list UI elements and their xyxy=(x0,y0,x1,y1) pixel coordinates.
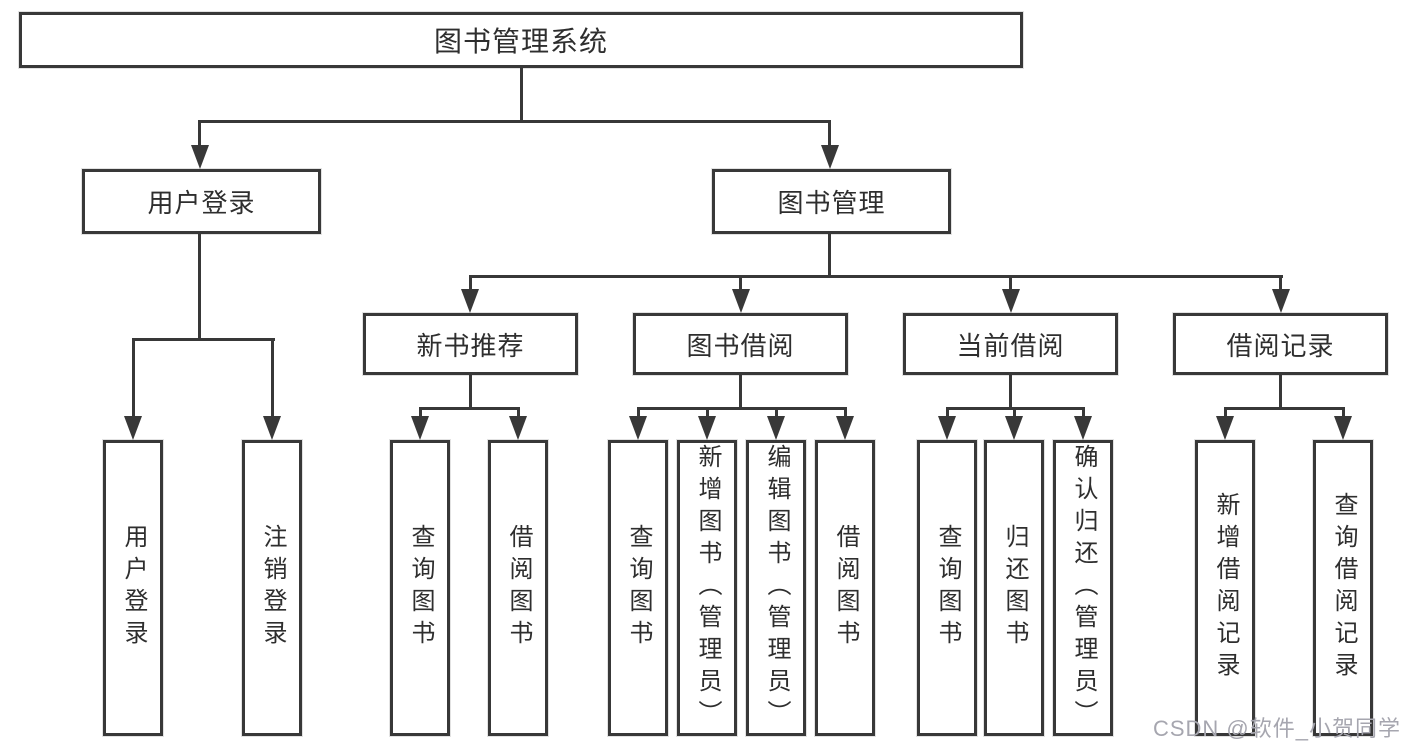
arrow-to-leaf-query-books-current xyxy=(945,407,949,416)
node-leaf-borrow-books-recommend: 借阅图书 xyxy=(488,440,548,736)
node-current-borrowing: 当前借阅 xyxy=(903,313,1118,375)
node-label: 编辑图书（管理员） xyxy=(763,444,789,732)
node-leaf-return-books: 归还图书 xyxy=(984,440,1044,736)
node-leaf-edit-books-admin: 编辑图书（管理员） xyxy=(746,440,806,736)
connector-root-vline xyxy=(519,68,523,123)
arrow-to-leaf-query-borrow-record xyxy=(1341,407,1345,416)
arrow-to-user-login xyxy=(198,120,201,145)
node-leaf-add-books-admin: 新增图书（管理员） xyxy=(677,440,737,736)
node-label: 当前借阅 xyxy=(956,331,1065,361)
node-book-management: 图书管理 xyxy=(712,169,951,234)
arrow-to-book-borrowing xyxy=(739,275,742,289)
node-book-borrowing: 图书借阅 xyxy=(633,313,848,375)
arrow-to-leaf-borrow-books-borrowing xyxy=(843,407,847,416)
node-label: 归还图书 xyxy=(1001,524,1027,652)
node-label: 借阅记录 xyxy=(1226,331,1335,361)
connector-book-management-vline xyxy=(828,234,831,278)
node-leaf-logout: 注销登录 xyxy=(242,440,302,736)
node-label: 借阅图书 xyxy=(832,524,858,652)
arrow-to-leaf-logout xyxy=(270,338,274,416)
arrow-to-leaf-add-books-admin xyxy=(705,407,709,416)
node-leaf-query-books-recommend: 查询图书 xyxy=(390,440,450,736)
connector-borrowing-records-vline xyxy=(1279,375,1282,410)
node-label: 图书管理 xyxy=(777,189,886,218)
connector-new-book-vline xyxy=(469,375,472,410)
arrow-to-leaf-borrow-books-recommend xyxy=(516,407,520,416)
node-leaf-add-borrow-record: 新增借阅记录 xyxy=(1195,440,1255,736)
arrow-to-book-management xyxy=(828,120,831,145)
node-label: 新增借阅记录 xyxy=(1212,492,1238,684)
arrow-to-current-borrowing xyxy=(1009,275,1012,289)
node-label: 新增图书（管理员） xyxy=(694,444,720,732)
connector-new-book-hline xyxy=(418,407,520,410)
connector-user-login-vline xyxy=(198,234,201,341)
node-label: 确认归还（管理员） xyxy=(1070,444,1096,732)
node-label: 图书管理系统 xyxy=(433,27,608,58)
node-label: 用户登录 xyxy=(120,524,146,652)
connector-book-borrowing-hline xyxy=(636,407,847,410)
node-label: 查询图书 xyxy=(407,524,433,652)
node-new-book-recommend: 新书推荐 xyxy=(363,313,578,375)
node-leaf-confirm-return-admin: 确认归还（管理员） xyxy=(1053,440,1113,736)
node-leaf-user-login: 用户登录 xyxy=(103,440,163,736)
node-label: 图书借阅 xyxy=(686,331,795,361)
arrow-to-leaf-query-books-recommend xyxy=(418,407,422,416)
connector-current-borrowing-vline xyxy=(1009,375,1012,410)
arrow-to-leaf-confirm-return-admin xyxy=(1081,407,1085,416)
node-leaf-borrow-books-borrowing: 借阅图书 xyxy=(815,440,875,736)
connector-borrowing-records-hline xyxy=(1223,407,1345,410)
node-label: 查询借阅记录 xyxy=(1330,492,1356,684)
node-label: 注销登录 xyxy=(259,524,285,652)
node-label: 用户登录 xyxy=(147,189,256,218)
node-user-login: 用户登录 xyxy=(82,169,321,234)
connector-book-management-hline xyxy=(468,275,1283,278)
arrow-to-leaf-query-books-borrowing xyxy=(636,407,640,416)
connector-book-borrowing-vline xyxy=(739,375,742,410)
connector-root-hline xyxy=(198,120,831,123)
node-leaf-query-borrow-record: 查询借阅记录 xyxy=(1313,440,1373,736)
node-leaf-query-books-borrowing: 查询图书 xyxy=(608,440,668,736)
node-label: 查询图书 xyxy=(934,524,960,652)
arrow-to-borrowing-records xyxy=(1279,275,1282,289)
node-label: 新书推荐 xyxy=(416,331,525,361)
node-library-management-system: 图书管理系统 xyxy=(19,12,1023,68)
node-label: 查询图书 xyxy=(625,524,651,652)
arrow-to-leaf-return-books xyxy=(1012,407,1016,416)
node-leaf-query-books-current: 查询图书 xyxy=(917,440,977,736)
arrow-to-leaf-add-borrow-record xyxy=(1223,407,1227,416)
arrow-to-leaf-user-login xyxy=(131,338,135,416)
arrow-to-leaf-edit-books-admin xyxy=(774,407,778,416)
node-borrowing-records: 借阅记录 xyxy=(1173,313,1388,375)
connector-user-login-hline xyxy=(131,338,275,341)
csdn-watermark: CSDN @软件_小贺同学 xyxy=(1152,716,1401,741)
node-label: 借阅图书 xyxy=(505,524,531,652)
arrow-to-new-book-recommend xyxy=(468,275,472,289)
